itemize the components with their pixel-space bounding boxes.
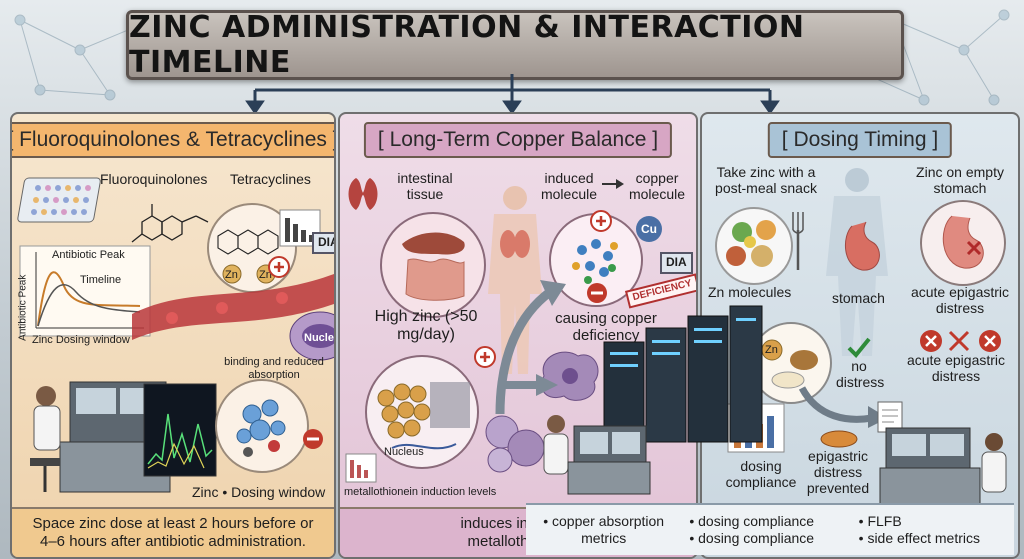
antibiotic-peak-graph <box>19 245 151 337</box>
panel-title-copper: [ Long-Term Copper Balance ] <box>363 122 673 158</box>
label-copper-molecule: copper molecule <box>628 170 686 203</box>
server-rack-icon <box>603 305 763 443</box>
blood-vessel-icon <box>132 274 334 340</box>
metric-flfb: • FLFB <box>858 513 902 530</box>
label-with-snack: Take zinc with a post-meal snack <box>715 164 817 197</box>
label-high-zinc: High zinc (>50 mg/day) <box>374 308 478 344</box>
x-marks-icon <box>920 330 1001 352</box>
copper-atom-icon: Cu <box>636 216 662 242</box>
arrow-right-icon-2 <box>500 374 558 396</box>
well-plate-icon <box>17 177 101 223</box>
label-distress-prevented: epigastric distress prevented <box>806 448 870 497</box>
plus-icon <box>268 256 290 278</box>
label-induced-molecule: induced molecule <box>540 170 598 203</box>
label-metallothionein-induction: metallothionein induction levels <box>344 486 497 498</box>
clipboard-icon <box>877 401 903 433</box>
label-dosing-compliance-chart: dosing compliance <box>725 458 797 491</box>
cell-nucleus-icon <box>289 311 334 361</box>
label-zinc-dosing: Zinc • Dosing window <box>192 484 326 500</box>
label-tetracyclines: Tetracyclines <box>230 171 311 187</box>
label-y-axis: Antibiotic Peak <box>17 274 29 341</box>
human-stomach-body-icon <box>826 168 888 356</box>
researcher-console-icon-2 <box>879 427 1007 505</box>
zinc-molecule-circle-icon <box>215 379 309 473</box>
label-fluoroquinolones: Fluoroquinolones <box>100 171 208 187</box>
label-no-distress: no distress <box>836 358 885 391</box>
fluoroquinolone-molecule-icon <box>131 204 209 243</box>
label-timeline: Timeline <box>80 274 122 286</box>
metric-side-effect: • side effect metrics <box>858 530 981 546</box>
zinc-particles-circle-icon <box>365 355 479 469</box>
macrophage-cell-icon <box>541 351 599 401</box>
meal-plate-icon <box>715 207 793 285</box>
curved-arrow-right-icon <box>798 386 888 428</box>
plus-icon-3 <box>474 346 496 368</box>
metric-copper-absorption: • copper absorption metrics <box>543 513 665 546</box>
mini-bar-chart-icon-2 <box>345 453 377 483</box>
panel-copper: [ Long-Term Copper Balance ] intestinal … <box>338 112 698 559</box>
protein-molecule-icon <box>549 213 643 307</box>
zn-label-1: Zn <box>225 269 238 281</box>
page-title: ZINC ADMINISTRATION & INTERACTION TIMELI… <box>129 10 805 80</box>
label-intestinal-tissue: intestinal tissue <box>397 170 453 203</box>
human-body-icon <box>488 186 542 374</box>
zn-label-3: Zn <box>765 344 778 356</box>
metric-dosing-compliance-1: • dosing compliance <box>689 513 815 530</box>
researcher-console-icon <box>30 381 171 493</box>
panel-title-dosing-timing: [ Dosing Timing ] <box>767 122 953 158</box>
arrow-right-icon <box>602 179 624 189</box>
minus-icon-2 <box>587 283 607 303</box>
label-stomach: stomach <box>832 290 885 306</box>
spectrum-monitor-icon <box>143 383 217 477</box>
researcher-console-icon-3 <box>543 415 651 495</box>
dia-tag-1: DIA <box>312 232 334 254</box>
metric-dosing-compliance-2: • dosing compliance <box>689 530 815 546</box>
metrics-bar: • copper absorption metrics • dosing com… <box>526 503 1014 555</box>
label-zn-molecules: Zn molecules <box>708 284 792 300</box>
intestine-organ-icon <box>380 212 486 318</box>
check-icon <box>847 337 871 358</box>
title-banner: ZINC ADMINISTRATION & INTERACTION TIMELI… <box>126 10 904 80</box>
fork-icon <box>792 212 804 270</box>
label-causing-copper-deficiency: causing copper deficiency <box>555 310 657 345</box>
fluoro-summary: Space zinc dose at least 2 hours before … <box>12 507 334 557</box>
panel-fluoroquinolones: [ Fluoroquinolones & Tetracyclines ] Flu… <box>10 112 336 559</box>
stomach-distress-icon <box>920 200 1006 286</box>
label-nucleus-1: Nucleus <box>304 332 334 344</box>
plus-icon-2 <box>590 210 612 232</box>
label-zinc-dosing-window: Zinc Dosing window <box>32 334 130 346</box>
zn-label-2: Zn <box>259 269 272 281</box>
panel-title-fluoroquinolones: [ Fluoroquinolones & Tetracyclines ] <box>12 122 334 158</box>
label-nucleus-2: Nucleus <box>384 446 424 458</box>
metric-dosing-compliance-group: • dosing compliance • dosing compliance <box>681 513 844 547</box>
zinc-food-circle-icon <box>750 322 832 404</box>
title-connectors <box>245 74 780 115</box>
curved-arrow-up-icon <box>495 280 566 415</box>
dia-tag-2: DIA <box>660 252 693 274</box>
capsule-icon <box>820 430 858 448</box>
label-acute-distress-2: acute epigastric distress <box>906 352 1006 385</box>
metric-right-group: • FLFB • side effect metrics <box>845 513 1014 547</box>
label-binding-reduced-absorption: binding and reduced absorption <box>224 356 324 381</box>
label-antibiotic-peak: Antibiotic Peak <box>52 249 125 261</box>
kidney-icon <box>348 178 378 210</box>
label-acute-distress-1: acute epigastric distress <box>910 284 1010 317</box>
fluoro-summary-text: Space zinc dose at least 2 hours before … <box>32 515 314 550</box>
panel-dosing-timing: [ Dosing Timing ] Take zinc with a post-… <box>700 112 1020 559</box>
minus-icon <box>303 429 323 449</box>
label-empty-stomach: Zinc on empty stomach <box>916 164 1004 197</box>
cell-cluster-icon <box>485 415 545 473</box>
